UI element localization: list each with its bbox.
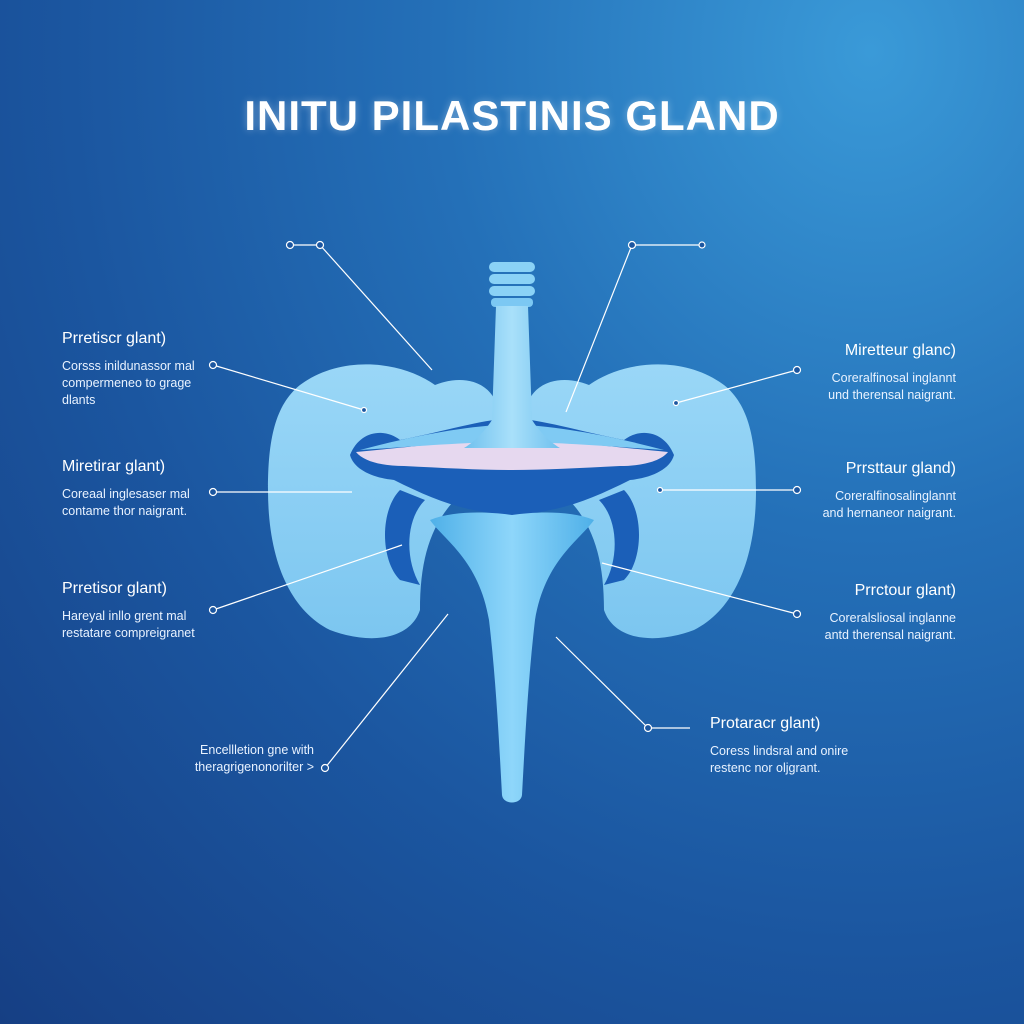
leader-dot (643, 723, 653, 733)
label-heading: Protaracr glant) (710, 715, 821, 732)
label-heading: Prrsttaur gland) (845, 460, 956, 477)
leader-line (212, 544, 403, 611)
leader-line (601, 562, 798, 615)
leader-line (675, 369, 798, 404)
leader-dot (208, 605, 218, 615)
stem-ring (489, 274, 535, 284)
leader-dot (792, 485, 802, 495)
label-description: Coreralfinosalinglannt and hernaneor nai… (822, 489, 956, 520)
leader-lines (212, 244, 798, 769)
leader-line (555, 636, 649, 729)
label-heading: Prretisor glant) (62, 580, 167, 597)
label-heading: Prrctour glant) (854, 582, 956, 599)
label-right-1: Miretteur glanc) Coreralfinosal inglannt… (756, 342, 956, 404)
leader-dot (360, 406, 368, 414)
leader-line (565, 244, 633, 413)
label-description: Coreralsliosal inglanne antd therensal n… (824, 611, 956, 642)
central-band-pink (356, 438, 668, 470)
label-description: Encellletion gne with theragrigenonorilt… (194, 743, 314, 774)
stem-ring (489, 286, 535, 296)
label-heading: Miretirar glant) (62, 458, 166, 475)
label-right-2: Prrsttaur gland) Coreralfinosalinglannt … (756, 460, 956, 522)
leader-line (319, 244, 433, 371)
top-stem (464, 306, 560, 448)
label-right-3: Prrctour glant) Coreralsliosal inglanne … (756, 582, 956, 644)
label-left-1: Prretiscr glant) Corsss inildunassor mal… (62, 330, 262, 409)
label-heading: Prretiscr glant) (62, 330, 167, 347)
leader-dot (208, 360, 218, 370)
leader-dot (285, 240, 295, 250)
label-left-3: Prretisor glant) Hareyal inllo grent mal… (62, 580, 262, 642)
stem-ring (489, 262, 535, 272)
leader-dot (627, 240, 637, 250)
label-left-2: Miretirar glant) Coreaal inglesaser mal … (62, 458, 262, 520)
label-description: Hareyal inllo grent mal restatare compre… (62, 609, 195, 640)
lower-tube (430, 512, 594, 803)
right-inner-curl (599, 490, 639, 585)
leader-line (212, 364, 365, 411)
leader-dot (320, 763, 330, 773)
leader-dot (656, 486, 664, 494)
page-title: INITU PILASTINIS GLAND (244, 92, 780, 139)
leader-dots (208, 240, 802, 773)
label-description: Coreaal inglesaser mal contame thor naig… (62, 487, 190, 518)
leader-dot (672, 399, 680, 407)
label-description: Coreralfinosal inglannt und therensal na… (828, 371, 956, 402)
label-heading: Miretteur glanc) (844, 342, 956, 359)
leader-dot (698, 241, 706, 249)
label-description: Corsss inildunassor mal compermeneo to g… (62, 359, 195, 407)
leader-dot (208, 487, 218, 497)
leader-dot (792, 609, 802, 619)
label-right-4: Protaracr glant) Coress lindsral and oni… (710, 715, 910, 777)
leader-dot (792, 365, 802, 375)
leader-dot (315, 240, 325, 250)
left-inner-curl (385, 490, 425, 585)
label-description: Coress lindsral and onire restenc nor ol… (710, 744, 849, 775)
leader-line (324, 613, 449, 769)
label-left-4: Encellletion gne with theragrigenonorilt… (110, 742, 314, 776)
stem-ring (491, 298, 533, 307)
